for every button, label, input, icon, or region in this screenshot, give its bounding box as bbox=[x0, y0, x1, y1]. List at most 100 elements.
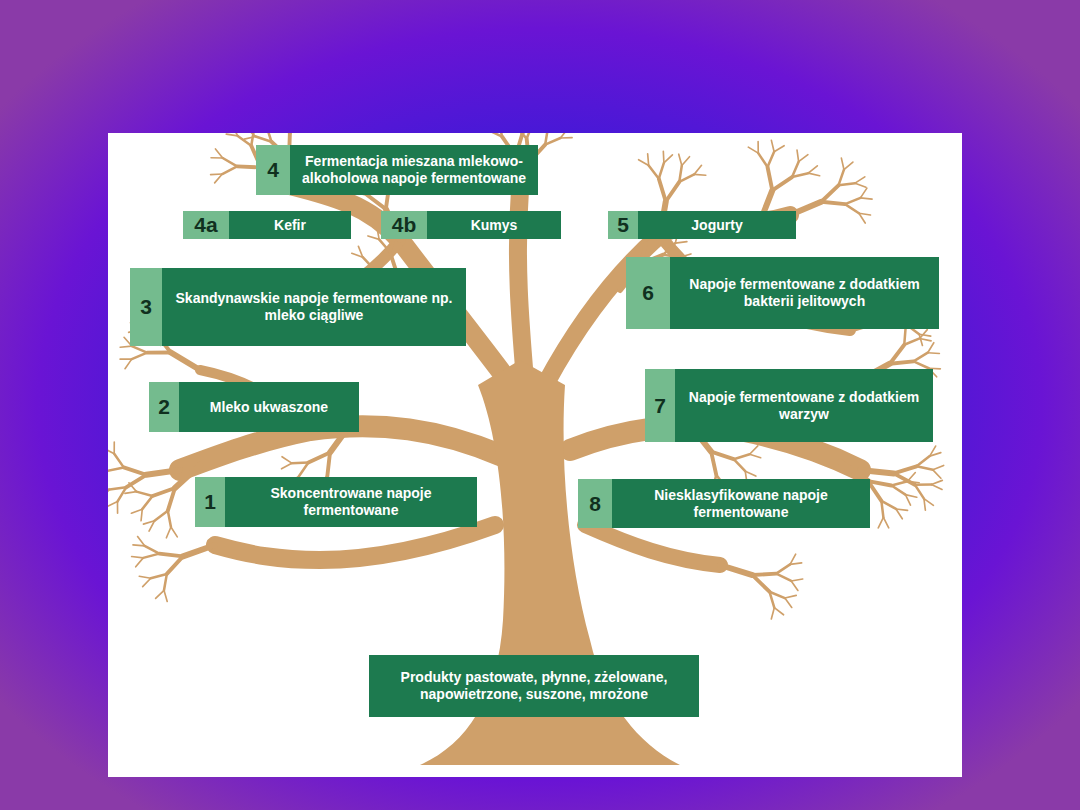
twig bbox=[379, 239, 390, 252]
twig bbox=[664, 155, 673, 163]
twig bbox=[905, 495, 910, 505]
twig bbox=[734, 454, 750, 459]
twig bbox=[750, 446, 758, 454]
twig bbox=[752, 574, 776, 575]
twig bbox=[141, 509, 142, 521]
twig bbox=[299, 462, 308, 476]
twig bbox=[125, 359, 132, 369]
category-number: 4b bbox=[381, 211, 427, 239]
twig bbox=[639, 160, 649, 166]
twig bbox=[860, 198, 872, 199]
twig bbox=[666, 182, 680, 202]
twig bbox=[159, 554, 183, 557]
twig bbox=[711, 452, 716, 475]
twig bbox=[290, 133, 298, 134]
twig bbox=[917, 456, 930, 466]
twig bbox=[662, 151, 664, 163]
category-label: Niesklasyfikowane napoje fermentowane bbox=[612, 479, 870, 528]
category-number: 2 bbox=[149, 382, 179, 432]
twig bbox=[720, 565, 752, 575]
twig bbox=[183, 545, 215, 556]
twig bbox=[139, 576, 150, 578]
twig bbox=[244, 136, 255, 139]
twig bbox=[881, 501, 896, 509]
twig bbox=[143, 554, 159, 558]
twig bbox=[142, 496, 152, 509]
category-label: Skoncentrowane napoje fermentowane bbox=[225, 477, 477, 527]
twig bbox=[120, 346, 132, 347]
twig bbox=[143, 578, 151, 586]
twig bbox=[930, 453, 941, 457]
twig bbox=[648, 154, 649, 166]
category-label: Skandynawskie napoje fermentowane np. ml… bbox=[162, 268, 466, 346]
twig bbox=[791, 579, 802, 581]
twig bbox=[769, 592, 774, 608]
twig bbox=[292, 461, 309, 464]
twig bbox=[232, 133, 238, 136]
twig bbox=[124, 467, 147, 474]
category-label: Kefir bbox=[229, 211, 351, 239]
twig bbox=[649, 166, 659, 179]
twig bbox=[859, 213, 865, 223]
twig bbox=[785, 598, 792, 607]
twig bbox=[171, 352, 200, 370]
twig bbox=[808, 166, 817, 173]
category-box: 7Napoje fermentowane z dodatkiem warzyw bbox=[645, 369, 933, 442]
category-label: Napoje fermentowane z dodatkiem warzyw bbox=[675, 369, 933, 442]
category-box: 1Skoncentrowane napoje fermentowane bbox=[195, 477, 477, 527]
twig bbox=[211, 157, 223, 159]
twig bbox=[838, 183, 855, 185]
twig bbox=[682, 157, 690, 166]
category-box: 3Skandynawskie napoje fermentowane np. m… bbox=[130, 268, 466, 346]
twig bbox=[771, 140, 774, 151]
twig bbox=[114, 454, 124, 468]
twig bbox=[868, 481, 881, 501]
category-number: 8 bbox=[578, 479, 612, 528]
twig bbox=[920, 338, 931, 340]
twig bbox=[282, 463, 292, 469]
category-box: 5Jogurty bbox=[608, 211, 796, 239]
twig bbox=[933, 465, 944, 469]
twig bbox=[881, 501, 883, 518]
twig bbox=[126, 475, 146, 488]
category-box: Produkty pastowate, płynne, zżelowane, n… bbox=[369, 655, 699, 717]
twig bbox=[908, 481, 920, 483]
twig bbox=[327, 452, 330, 476]
twig bbox=[147, 351, 171, 355]
twig bbox=[844, 162, 853, 169]
twig bbox=[120, 358, 132, 360]
twig bbox=[487, 133, 502, 137]
twig bbox=[776, 564, 790, 573]
twig bbox=[108, 502, 117, 507]
twig bbox=[560, 137, 572, 139]
twig bbox=[168, 511, 171, 527]
twig bbox=[694, 174, 706, 176]
twig bbox=[281, 133, 290, 134]
twig bbox=[266, 133, 271, 142]
twig bbox=[117, 502, 119, 514]
twig bbox=[151, 574, 167, 578]
twig bbox=[132, 353, 147, 360]
twig bbox=[799, 155, 808, 162]
twig bbox=[545, 138, 560, 145]
category-number: 7 bbox=[645, 369, 675, 442]
twig bbox=[108, 448, 114, 453]
twig bbox=[734, 459, 746, 471]
twig bbox=[890, 361, 914, 363]
twig bbox=[659, 179, 666, 202]
twig bbox=[855, 183, 866, 187]
twig bbox=[108, 467, 124, 470]
category-number: 3 bbox=[130, 268, 162, 346]
twig bbox=[247, 133, 256, 136]
category-label: Mleko ukwaszone bbox=[179, 382, 359, 432]
twig bbox=[771, 608, 774, 619]
twig bbox=[138, 537, 145, 546]
twig bbox=[917, 466, 933, 469]
twig bbox=[167, 556, 183, 574]
twig bbox=[110, 487, 127, 489]
twig bbox=[215, 174, 223, 183]
twig bbox=[790, 554, 796, 564]
twig bbox=[146, 470, 180, 475]
category-box: 4aKefir bbox=[183, 211, 351, 239]
twig bbox=[768, 152, 775, 167]
